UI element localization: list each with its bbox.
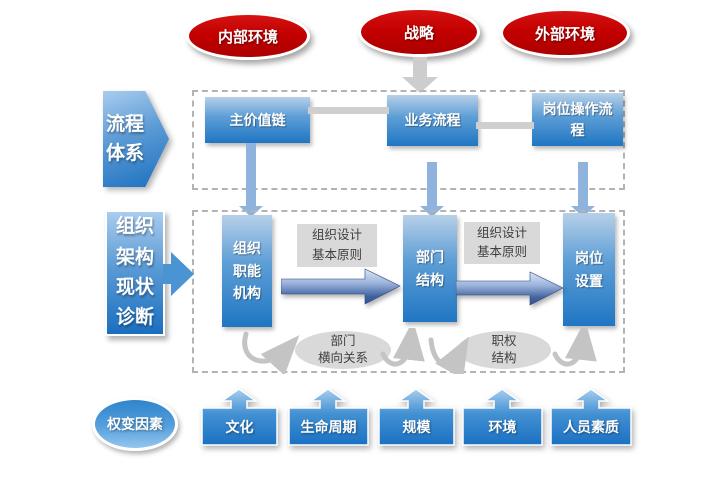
factor-environment: 环境	[462, 388, 543, 446]
box-post-operation-process: 岗位操作流程	[532, 93, 623, 146]
column-arrow-2	[420, 162, 444, 217]
ellipse-authority-structure: 职权 结构	[457, 331, 551, 369]
factor-personnel-quality: 人员素质	[550, 388, 632, 446]
arrow-3d-2	[456, 271, 564, 306]
org-diagnosis-label: 组织 架构 现状 诊断	[105, 210, 165, 336]
box-business-process: 业务流程	[387, 95, 478, 146]
factor-lifecycle: 生命周期	[288, 388, 369, 446]
process-system-label: 流程 体系	[103, 91, 169, 187]
oval-contingency-factors: 权变因素	[92, 397, 178, 451]
swoosh-arrows	[242, 328, 597, 374]
factor-scale-label: 规模	[402, 418, 431, 435]
box-main-value-chain: 主价值链	[205, 97, 310, 143]
principle-label-1: 组织设计 基本原则	[297, 224, 377, 267]
org-diagnosis-arrow-icon	[163, 252, 194, 296]
column-arrow-3	[571, 162, 595, 217]
org-diagnosis-section	[192, 210, 625, 373]
factor-scale: 规模	[378, 388, 455, 446]
factor-culture-label: 文化	[225, 418, 254, 435]
factor-environment-label: 环境	[488, 418, 517, 435]
oval-strategy: 战略	[358, 7, 480, 57]
factor-lifecycle-label: 生命周期	[300, 418, 357, 435]
arrow-3d-1	[281, 268, 401, 305]
box-post-setting: 岗位 设置	[563, 213, 615, 326]
box-department-structure: 部门 结构	[403, 215, 457, 322]
factor-culture: 文化	[201, 388, 278, 446]
oval-external-environment: 外部环境	[500, 8, 630, 58]
process-system-section	[192, 90, 625, 190]
column-arrow-1	[239, 143, 263, 217]
factor-personnel-quality-label: 人员素质	[563, 418, 619, 435]
strategy-down-arrow-icon	[402, 57, 438, 93]
connector-valuechain-business	[308, 107, 389, 114]
box-org-function-structure: 组织 职能 机构	[222, 215, 272, 327]
principle-label-2: 组织设计 基本原则	[464, 222, 540, 264]
oval-internal-environment: 内部环境	[186, 12, 310, 60]
process-system-label-text: 流程 体系	[103, 91, 169, 187]
connector-business-post	[476, 122, 534, 129]
ellipse-department-horizontal-relation: 部门 横向关系	[295, 331, 391, 369]
